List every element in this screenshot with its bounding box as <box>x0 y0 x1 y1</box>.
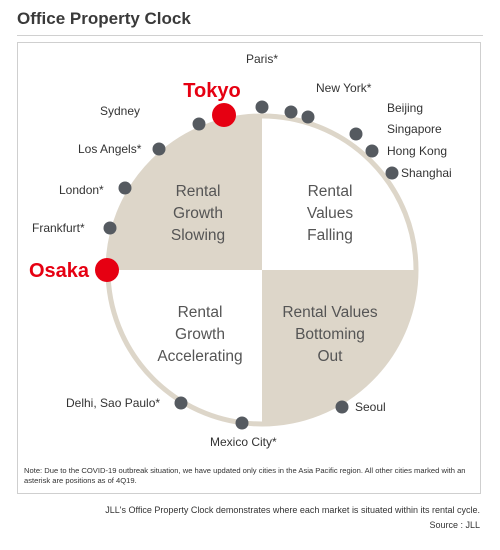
city-label-sydney: Sydney <box>100 104 140 118</box>
city-label-frankfurt: Frankfurt* <box>32 221 85 235</box>
city-label-beijing: Beijing <box>387 101 423 115</box>
source-credit: Source : JLL <box>429 520 480 530</box>
city-marker-seoul <box>335 400 349 414</box>
city-label-los-angels: Los Angels* <box>78 142 142 156</box>
city-marker-hong-kong <box>365 144 379 158</box>
quadrant-bottom-right-line-2: Bottoming <box>295 326 365 343</box>
city-marker-mexico-city <box>235 416 249 430</box>
quadrant-top-right-line-3: Falling <box>307 227 353 244</box>
city-marker-london <box>118 181 132 195</box>
city-marker-frankfurt <box>103 221 117 235</box>
quadrant-top-left-fill <box>108 116 262 270</box>
title-divider <box>17 35 483 36</box>
quadrant-bottom-right-fill <box>262 270 416 424</box>
quadrant-bottom-left-line-1: Rental <box>178 304 223 321</box>
city-marker-los-angels <box>152 142 166 156</box>
city-label-london: London* <box>59 183 104 197</box>
city-label-tokyo: Tokyo <box>183 80 240 102</box>
city-label-shanghai: Shanghai <box>401 166 452 180</box>
figure-caption: JLL's Office Property Clock demonstrates… <box>105 505 480 515</box>
quadrant-top-left-line-3: Slowing <box>171 227 225 244</box>
city-marker-new-york <box>284 105 298 119</box>
quadrant-top-left-line-2: Growth <box>173 205 223 222</box>
city-label-hong-kong: Hong Kong <box>387 144 447 158</box>
diagram-frame <box>17 42 481 494</box>
quadrant-bottom-right-line-3: Out <box>318 348 344 365</box>
city-marker-singapore <box>349 127 363 141</box>
city-label-new-york: New York* <box>316 81 372 95</box>
city-marker-beijing <box>301 110 315 124</box>
city-label-mexico-city: Mexico City* <box>210 435 277 449</box>
city-label-osaka: Osaka <box>29 260 90 282</box>
quadrant-top-right-line-1: Rental <box>308 183 353 200</box>
city-label-singapore: Singapore <box>387 122 442 136</box>
quadrant-top-left-line-1: Rental <box>176 183 221 200</box>
page-title: Office Property Clock <box>17 9 191 28</box>
city-marker-delhi-sao-paulo <box>174 396 188 410</box>
city-label-seoul: Seoul <box>355 400 386 414</box>
quadrant-bottom-right-line-1: Rental Values <box>282 304 378 321</box>
city-marker-tokyo <box>212 103 236 127</box>
city-label-delhi-sao-paulo: Delhi, Sao Paulo* <box>66 396 160 410</box>
covid-note: Note: Due to the COVID-19 outbreak situa… <box>24 466 466 485</box>
city-marker-osaka <box>95 258 119 282</box>
quadrant-bottom-left-line-2: Growth <box>175 326 225 343</box>
city-marker-shanghai <box>385 166 399 180</box>
city-label-paris: Paris* <box>246 52 278 66</box>
city-marker-sydney <box>192 117 206 131</box>
quadrant-top-right-line-2: Values <box>307 205 353 222</box>
city-marker-paris <box>255 100 269 114</box>
quadrant-bottom-left-line-3: Accelerating <box>157 348 242 365</box>
